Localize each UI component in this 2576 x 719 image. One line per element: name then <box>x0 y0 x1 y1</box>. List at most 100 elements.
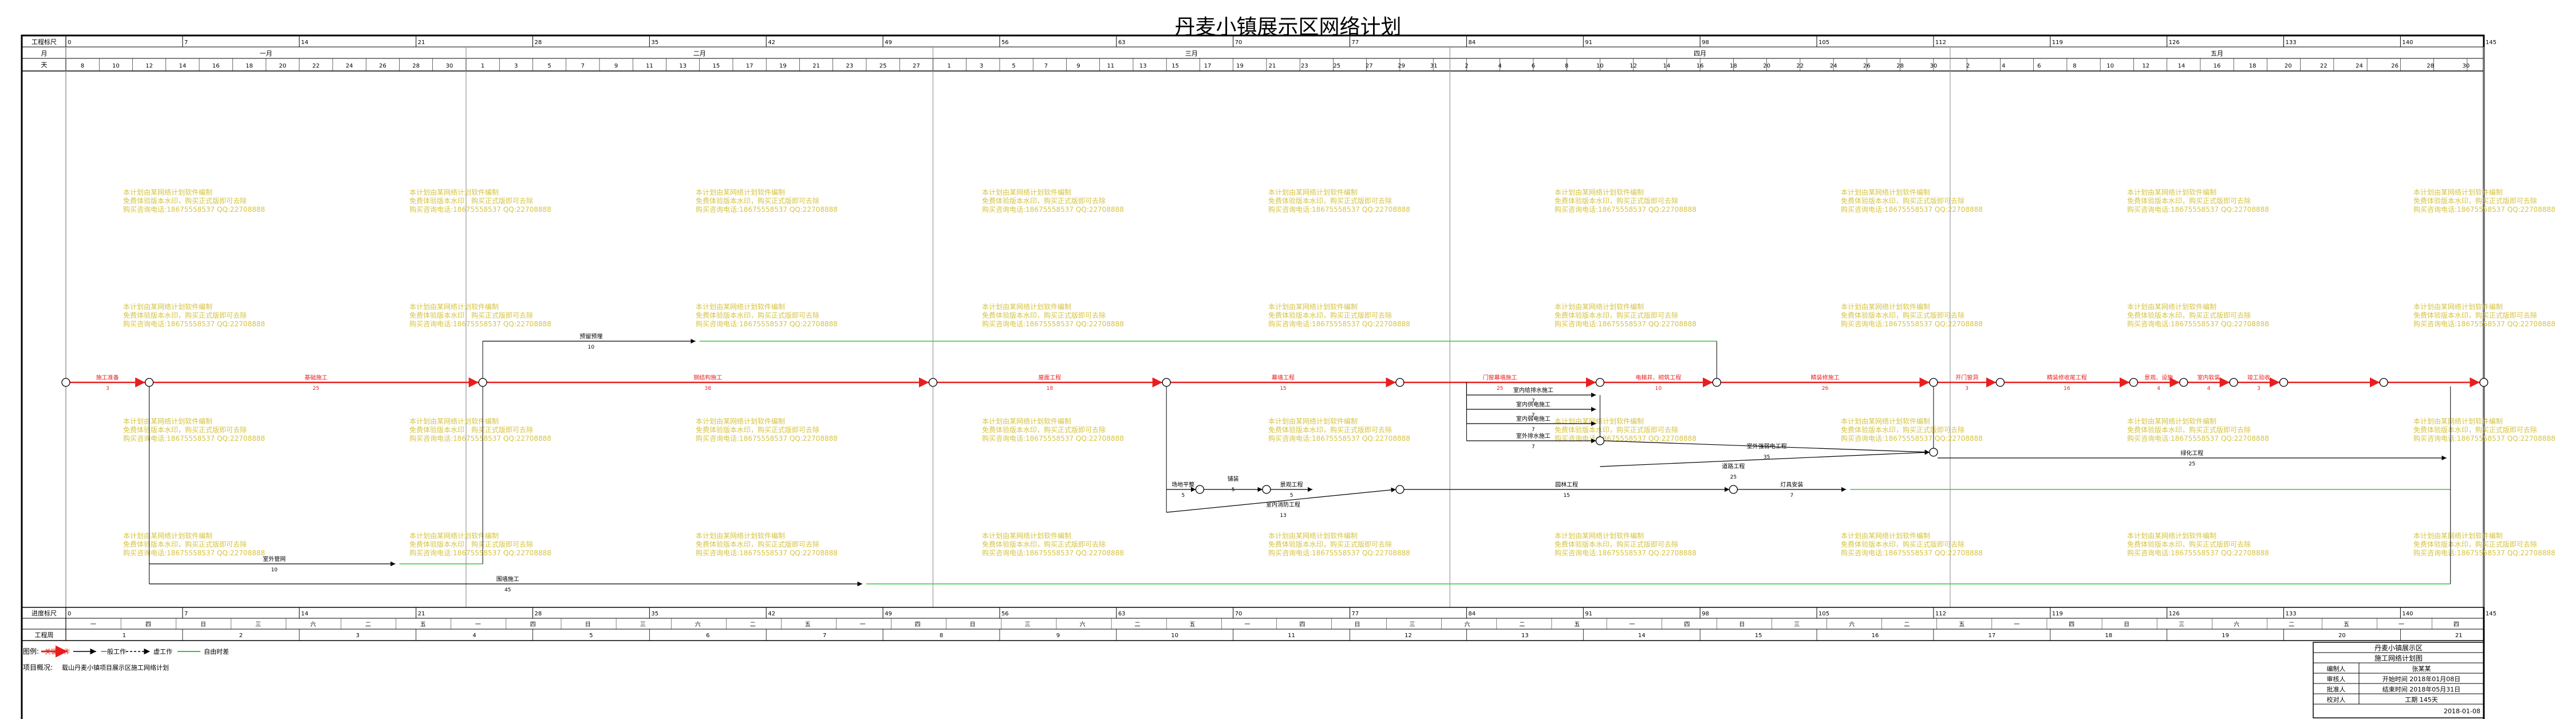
activity-label: 钢结构施工 <box>693 374 722 381</box>
ruler-number: 77 <box>1352 39 1359 46</box>
watermark-line: 免费体验版本水印，购买正式版即可去除 <box>2127 540 2251 548</box>
day-label: 8 <box>1565 63 1568 69</box>
watermark-block: 本计划由某网络计划软件编制免费体验版本水印，购买正式版即可去除购买咨询电话:18… <box>982 417 1124 443</box>
watermark-block: 本计划由某网络计划软件编制免费体验版本水印，购买正式版即可去除购买咨询电话:18… <box>2127 531 2269 557</box>
activity-label: 室外强弱电工程 <box>1747 443 1787 450</box>
week-number: 1 <box>123 633 126 639</box>
watermark-block: 本计划由某网络计划软件编制免费体验版本水印，购买正式版即可去除购买咨询电话:18… <box>1555 302 1697 328</box>
watermark-line: 免费体验版本水印，购买正式版即可去除 <box>2127 425 2251 434</box>
watermark-line: 购买咨询电话:18675558537 QQ:22708888 <box>982 434 1124 443</box>
activity-label: 室内弱电施工 <box>1516 415 1551 422</box>
day-row-label: 天 <box>41 61 48 69</box>
event-node-circle <box>1262 485 1271 494</box>
month-label: 五月 <box>2211 50 2223 57</box>
ruler-number: 7 <box>184 39 188 46</box>
week-number: 8 <box>940 633 943 639</box>
watermark-block: 本计划由某网络计划软件编制免费体验版本水印，购买正式版即可去除购买咨询电话:18… <box>1268 417 1410 443</box>
watermark-line: 购买咨询电话:18675558537 QQ:22708888 <box>1555 434 1697 443</box>
footer-ruler-number: 14 <box>301 611 309 617</box>
weekday-label: 日 <box>970 622 976 628</box>
ruler-number: 112 <box>1935 39 1946 46</box>
footer-ruler-number: 112 <box>1935 611 1946 617</box>
watermark-block: 本计划由某网络计划软件编制免费体验版本水印，购买正式版即可去除购买咨询电话:18… <box>123 531 265 557</box>
event-node <box>2379 378 2388 387</box>
watermark-block: 本计划由某网络计划软件编制免费体验版本水印，购买正式版即可去除购买咨询电话:18… <box>2413 188 2555 214</box>
watermark-line: 免费体验版本水印，购买正式版即可去除 <box>982 425 1106 434</box>
day-label: 1 <box>947 63 950 69</box>
event-node <box>2279 378 2289 387</box>
weekday-label: 五 <box>1959 622 1964 628</box>
watermark-block: 本计划由某网络计划软件编制免费体验版本水印，购买正式版即可去除购买咨询电话:18… <box>696 417 838 443</box>
watermark-line: 购买咨询电话:18675558537 QQ:22708888 <box>2127 434 2269 443</box>
title-block-k0: 编制人 <box>2327 665 2346 673</box>
weekday-label: 一 <box>90 622 96 628</box>
watermark-line: 本计划由某网络计划软件编制 <box>1555 417 1644 425</box>
activity-label: 室内软装 <box>2197 374 2220 381</box>
watermark-line: 免费体验版本水印，购买正式版即可去除 <box>1555 196 1678 205</box>
month-label: 二月 <box>693 50 706 57</box>
footer-ruler-number: 0 <box>68 611 71 617</box>
watermark-block: 本计划由某网络计划软件编制免费体验版本水印，购买正式版即可去除购买咨询电话:18… <box>409 417 551 443</box>
month-label: 四月 <box>1694 50 1706 57</box>
watermark-line: 本计划由某网络计划软件编制 <box>1555 188 1644 196</box>
activity-duration: 3 <box>106 386 109 392</box>
watermark-line: 购买咨询电话:18675558537 QQ:22708888 <box>1268 205 1410 214</box>
watermark-line: 购买咨询电话:18675558537 QQ:22708888 <box>982 548 1124 557</box>
activity-label: 场地平整 <box>1171 481 1194 488</box>
footer-ruler-number: 119 <box>2052 611 2063 617</box>
activity-arrow <box>1600 450 1930 467</box>
activity-duration: 5 <box>1290 493 1293 499</box>
watermark-block: 本计划由某网络计划软件编制免费体验版本水印，购买正式版即可去除购买咨询电话:18… <box>982 302 1124 328</box>
watermark-line: 购买咨询电话:18675558537 QQ:22708888 <box>2413 548 2555 557</box>
ruler-number: 98 <box>1702 39 1709 46</box>
event-node <box>2179 378 2188 387</box>
activity-arrow <box>1604 440 1930 455</box>
watermark-block: 本计划由某网络计划软件编制免费体验版本水印，购买正式版即可去除购买咨询电话:18… <box>1841 531 1983 557</box>
watermark-block: 本计划由某网络计划软件编制免费体验版本水印，购买正式版即可去除购买咨询电话:18… <box>2127 417 2269 443</box>
watermark-line: 免费体验版本水印，购买正式版即可去除 <box>409 196 533 205</box>
weekday-label: 日 <box>585 622 591 628</box>
day-label: 24 <box>346 63 353 69</box>
ruler-number: 63 <box>1118 39 1126 46</box>
event-node <box>1395 378 1405 387</box>
ruler-number: 35 <box>651 39 658 46</box>
week-number: 4 <box>472 633 476 639</box>
week-number: 19 <box>2222 633 2229 639</box>
weekday-label: 二 <box>750 622 756 628</box>
activity-duration: 26 <box>1822 386 1829 392</box>
weekday-label: 一 <box>475 622 481 628</box>
activity-duration: 25 <box>313 386 319 392</box>
watermark-line: 本计划由某网络计划软件编制 <box>982 302 1071 311</box>
activity-duration: 7 <box>1790 493 1793 499</box>
event-node <box>1729 485 1738 494</box>
month-label: 三月 <box>1185 50 1198 57</box>
watermark-block: 本计划由某网络计划软件编制免费体验版本水印，购买正式版即可去除购买咨询电话:18… <box>1555 417 1697 443</box>
watermark-line: 购买咨询电话:18675558537 QQ:22708888 <box>982 205 1124 214</box>
activity-duration: 15 <box>1563 493 1569 499</box>
weekday-label: 五 <box>420 622 426 628</box>
watermark-block: 本计划由某网络计划软件编制免费体验版本水印，购买正式版即可去除购买咨询电话:18… <box>982 188 1124 214</box>
weekday-label: 五 <box>1190 622 1196 628</box>
network-arrows: 施工准备3基础施工25钢结构施工38屋面工程18幕墙工程15门窗幕墙施工25电梯… <box>61 333 2488 593</box>
watermark-line: 本计划由某网络计划软件编制 <box>2127 531 2216 540</box>
event-node-circle <box>1712 378 1721 387</box>
week-number: 5 <box>589 633 593 639</box>
event-node-circle <box>478 378 487 387</box>
weekday-label: 五 <box>805 622 811 628</box>
activity-label: 屋面工程 <box>1038 374 1061 381</box>
watermark-line: 购买咨询电话:18675558537 QQ:22708888 <box>1555 205 1697 214</box>
watermark-block: 本计划由某网络计划软件编制免费体验版本水印，购买正式版即可去除购买咨询电话:18… <box>1268 188 1410 214</box>
watermark-line: 免费体验版本水印，购买正式版即可去除 <box>123 311 247 319</box>
activity-label: 铺装 <box>1228 475 1239 483</box>
day-label: 27 <box>913 63 920 69</box>
watermark-line: 免费体验版本水印，购买正式版即可去除 <box>1268 540 1392 548</box>
day-label: 31 <box>1430 63 1438 69</box>
week-number: 18 <box>2105 633 2112 639</box>
weekday-label: 六 <box>1849 621 1855 628</box>
day-label: 10 <box>1596 63 1604 69</box>
activity-label: 精装修施工 <box>1811 374 1840 381</box>
footer-ruler-number: 84 <box>1468 611 1476 617</box>
watermark-block: 本计划由某网络计划软件编制免费体验版本水印，购买正式版即可去除购买咨询电话:18… <box>696 531 838 557</box>
footer-ruler-number: 126 <box>2169 611 2180 617</box>
